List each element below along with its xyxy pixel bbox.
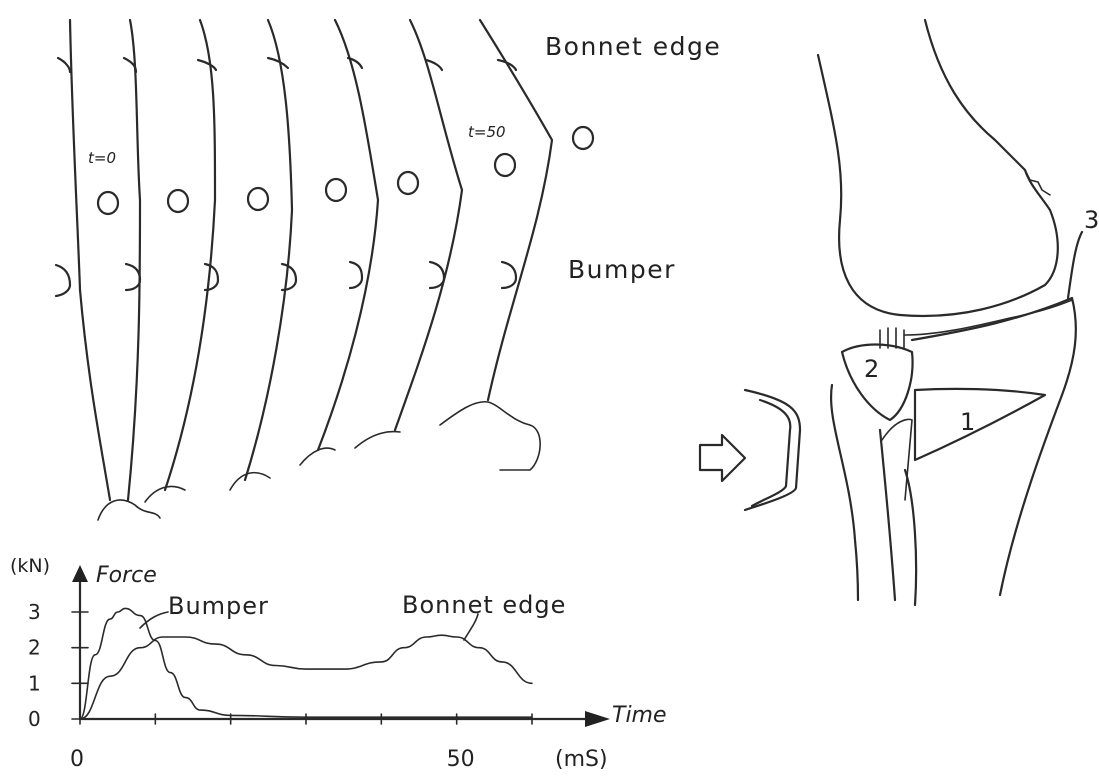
tibia-shaft-left [905,470,916,605]
fragment-1-label: 1 [960,408,975,436]
fragment-2-label: 2 [864,355,879,383]
fragment-3-label: 3 [1084,206,1099,234]
tibia-outline [912,298,1076,595]
fibula-outline [831,385,858,600]
bumper-profile-inner [752,400,790,506]
femur-outline [818,20,1058,316]
tibia-fragment-3 [1068,232,1082,298]
bumper-profile [745,390,800,510]
fibula-inner [880,430,895,600]
femur-condyle [905,300,1072,335]
impact-arrow-icon [700,435,745,481]
fragment-1 [915,389,1045,460]
